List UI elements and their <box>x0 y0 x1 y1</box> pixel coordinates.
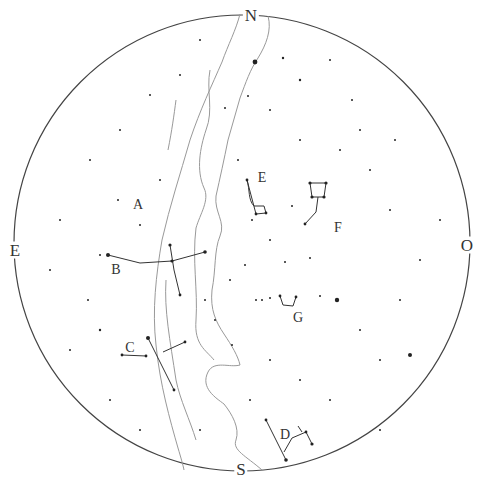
star <box>319 295 321 297</box>
star <box>251 219 253 221</box>
stars <box>49 39 441 462</box>
cardinal-north: N <box>243 7 259 24</box>
star <box>399 299 401 301</box>
star <box>237 159 239 161</box>
star <box>291 205 293 207</box>
star <box>173 389 176 392</box>
constellation-label: E <box>258 171 267 185</box>
star <box>335 298 339 302</box>
star <box>308 181 311 184</box>
star <box>359 329 361 331</box>
star <box>279 295 282 298</box>
star <box>284 458 288 462</box>
star <box>351 99 353 101</box>
star <box>408 353 412 357</box>
star <box>119 129 121 131</box>
star <box>121 354 124 357</box>
constellation-label: D <box>280 428 290 442</box>
constellation-label: B <box>111 263 120 277</box>
star <box>329 59 331 61</box>
star <box>261 299 263 301</box>
star <box>170 259 173 262</box>
star <box>89 159 91 161</box>
horizon-circle <box>14 15 470 471</box>
star <box>109 399 111 401</box>
star <box>59 219 61 221</box>
star <box>117 199 119 201</box>
star <box>339 149 341 151</box>
star <box>139 429 141 431</box>
star <box>322 195 325 198</box>
milky-way-label: A <box>133 198 143 212</box>
star <box>389 209 391 211</box>
star <box>269 297 271 299</box>
star <box>439 219 441 221</box>
star <box>269 239 271 241</box>
star <box>229 279 231 281</box>
star <box>184 341 187 344</box>
star <box>284 261 286 263</box>
star <box>295 296 298 299</box>
star <box>310 195 313 198</box>
star <box>244 264 246 266</box>
star <box>255 299 257 301</box>
star <box>99 254 101 256</box>
star <box>149 94 151 96</box>
star <box>106 253 110 257</box>
star <box>249 399 251 401</box>
star <box>359 129 361 131</box>
star <box>253 60 258 65</box>
star <box>265 212 268 215</box>
star <box>246 179 249 182</box>
star <box>369 169 371 171</box>
star <box>255 213 258 216</box>
constellation-label: F <box>334 221 342 235</box>
star <box>282 57 284 59</box>
star <box>247 95 249 97</box>
star <box>179 294 182 297</box>
constellation-label: G <box>293 311 303 325</box>
star <box>379 359 381 361</box>
star <box>214 319 216 321</box>
star <box>49 269 51 271</box>
star <box>69 349 71 351</box>
star <box>87 299 89 301</box>
star <box>305 431 308 434</box>
star <box>199 39 201 41</box>
star <box>224 107 226 109</box>
milky-way <box>154 14 269 470</box>
constellation-label: C <box>125 341 134 355</box>
star <box>304 223 307 226</box>
star <box>329 399 331 401</box>
cardinal-south: S <box>234 461 247 478</box>
star <box>265 419 268 422</box>
star <box>269 109 271 111</box>
star <box>139 224 141 226</box>
star <box>299 139 301 141</box>
star <box>299 379 301 381</box>
star <box>99 329 101 331</box>
star <box>203 250 207 254</box>
star <box>159 179 161 181</box>
star <box>145 355 148 358</box>
cardinal-west: O <box>459 237 475 254</box>
constellation-lines <box>108 180 326 460</box>
star <box>394 139 396 141</box>
star <box>146 336 150 340</box>
star <box>179 74 181 76</box>
star <box>199 429 201 431</box>
star <box>310 442 313 445</box>
star <box>231 344 233 346</box>
star <box>324 181 327 184</box>
star <box>204 299 206 301</box>
star <box>269 359 271 361</box>
star <box>379 429 381 431</box>
star <box>299 79 301 81</box>
star <box>309 257 311 259</box>
cardinal-east: E <box>8 242 22 259</box>
star <box>419 259 421 261</box>
star <box>168 243 171 246</box>
